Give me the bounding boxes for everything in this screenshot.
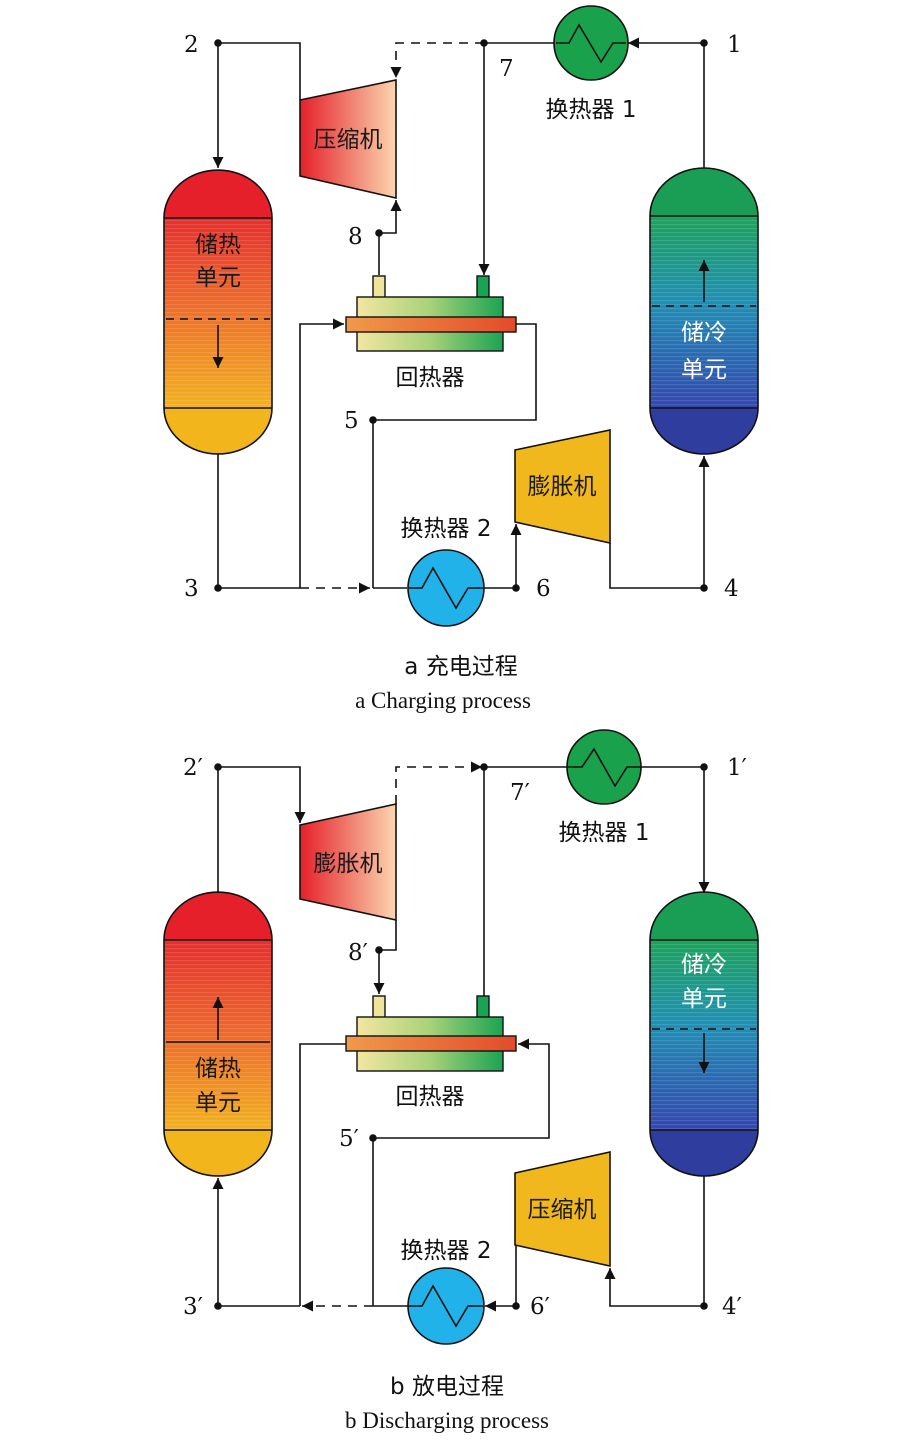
node-3-label: 3 — [184, 576, 199, 602]
node-6-label: 6 — [536, 576, 551, 602]
cold-tank-label-1: 储冷 — [681, 320, 727, 346]
caption-a-zh: a 充电过程 — [404, 654, 517, 680]
piping — [212, 37, 710, 594]
node-5-dot — [369, 416, 377, 424]
heat-exchanger-1: 换热器 1 — [546, 5, 637, 123]
compressor: 压缩机 — [514, 1151, 611, 1267]
cold-tank-label-2: 单元 — [681, 986, 727, 1012]
node-5-label: 5 — [344, 408, 359, 434]
nodes: 1′ 2′ 3′ 4′ 5′ 6′ 7′ 8′ — [183, 755, 747, 1320]
node-7p-dot — [480, 763, 488, 771]
node-1p-dot — [700, 763, 708, 771]
heat-exchanger-2: 换热器 2 — [401, 516, 492, 627]
node-8p-dot — [375, 946, 383, 954]
heat-exchanger-2: 换热器 2 — [401, 1238, 492, 1345]
node-4-dot — [700, 584, 708, 592]
node-3p-label: 3′ — [183, 1294, 203, 1320]
hot-tank-label-2: 单元 — [195, 265, 241, 291]
cold-storage-tank: 储冷 单元 — [649, 167, 759, 455]
node-1-dot — [700, 39, 708, 47]
caption-b-en: b Discharging process — [345, 1408, 549, 1433]
node-4p-dot — [700, 1302, 708, 1310]
hex1-label: 换热器 1 — [559, 820, 650, 846]
recuperator-label: 回热器 — [396, 365, 465, 391]
node-4p-label: 4′ — [722, 1294, 742, 1320]
coil-icon — [567, 747, 641, 788]
node-5p-dot — [369, 1134, 377, 1142]
node-8-dot — [375, 229, 383, 237]
compressor-label: 压缩机 — [528, 1197, 597, 1223]
node-1p-label: 1′ — [727, 755, 747, 781]
node-1-label: 1 — [727, 32, 742, 58]
node-8p-label: 8′ — [348, 940, 368, 966]
node-2p-dot — [214, 763, 222, 771]
panel-charging: 储热 单元 储冷 单元 压缩机 膨胀机 — [163, 5, 759, 713]
panel-discharging: 储热 单元 储冷 单元 膨胀机 压缩机 — [163, 729, 759, 1433]
expander-label: 膨胀机 — [314, 851, 383, 877]
recuperator: 回热器 — [345, 995, 517, 1110]
caption-b-zh: b 放电过程 — [390, 1374, 504, 1400]
node-7p-label: 7′ — [510, 780, 530, 806]
nodes: 1 2 3 4 5 6 7 8 — [184, 32, 742, 602]
node-2p-label: 2′ — [183, 755, 203, 781]
heat-exchanger-1: 换热器 1 — [559, 729, 650, 846]
hot-tank-label-1: 储热 — [195, 1056, 241, 1082]
expander: 膨胀机 — [299, 803, 397, 921]
recuperator: 回热器 — [345, 275, 517, 391]
hex2-label: 换热器 2 — [401, 1238, 492, 1264]
expander: 膨胀机 — [514, 429, 611, 544]
node-8-label: 8 — [348, 224, 363, 250]
hot-tank-label-1: 储热 — [195, 232, 241, 258]
cold-tank-label-1: 储冷 — [681, 952, 727, 978]
node-4-label: 4 — [724, 576, 739, 602]
compressor-label: 压缩机 — [314, 127, 383, 153]
caption-a-en: a Charging process — [355, 688, 531, 713]
node-7-label: 7 — [499, 56, 514, 82]
hex1-label: 换热器 1 — [546, 97, 637, 123]
coil-icon — [409, 1284, 483, 1328]
compressor: 压缩机 — [299, 79, 397, 200]
cold-storage-tank: 储冷 单元 — [649, 891, 759, 1177]
coil-icon — [556, 23, 626, 64]
node-6p-label: 6′ — [530, 1294, 550, 1320]
node-2-dot — [214, 39, 222, 47]
cold-tank-label-2: 单元 — [681, 357, 727, 383]
node-2-label: 2 — [184, 32, 199, 58]
hot-storage-tank: 储热 单元 — [163, 891, 273, 1177]
node-5p-label: 5′ — [339, 1126, 359, 1152]
node-6p-dot — [512, 1302, 520, 1310]
hot-tank-label-2: 单元 — [195, 1090, 241, 1116]
node-3-dot — [214, 584, 222, 592]
recuperator-label: 回热器 — [396, 1084, 465, 1110]
coil-icon — [409, 566, 483, 610]
node-3p-dot — [214, 1302, 222, 1310]
node-6-dot — [512, 584, 520, 592]
hex2-label: 换热器 2 — [401, 516, 492, 542]
expander-label: 膨胀机 — [528, 474, 597, 500]
hot-storage-tank: 储热 单元 — [163, 169, 273, 455]
node-7-dot — [480, 39, 488, 47]
